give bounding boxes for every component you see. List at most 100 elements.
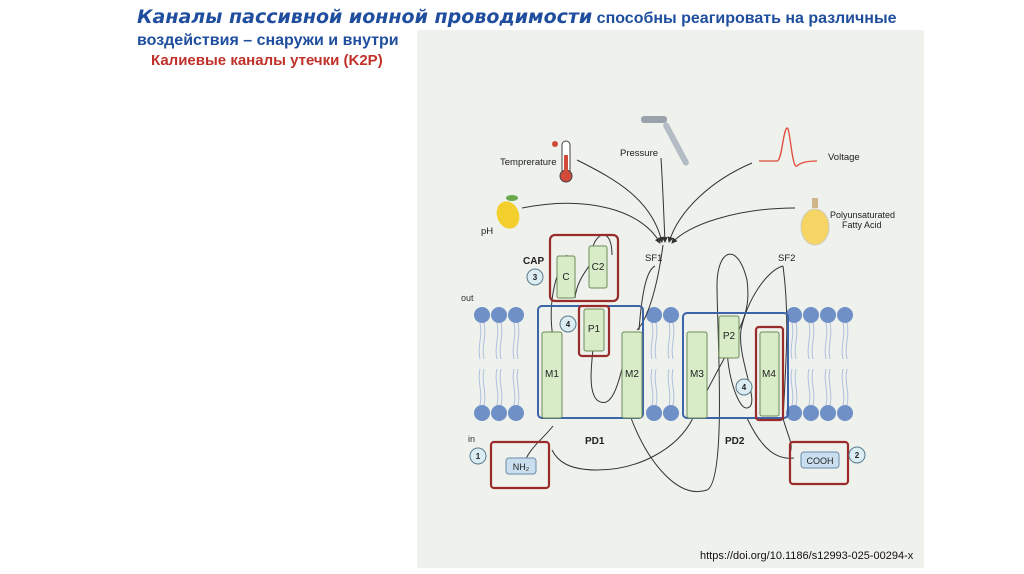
stimulus-ph: pH <box>481 226 493 237</box>
arrow-pufa <box>671 207 796 244</box>
lipid-head <box>646 405 662 421</box>
lipid-tail <box>654 322 658 360</box>
lipid-head <box>646 307 662 323</box>
stimulus-pufa-line2: Fatty Acid <box>842 220 882 230</box>
arrow-ph <box>521 202 661 244</box>
lipid-tail <box>807 368 811 406</box>
segment-nh2: NH₂ <box>505 457 537 475</box>
k2p-channel-figure: Temprerature Pressure Voltage pH Polyuns… <box>417 30 924 568</box>
segment-m4-label: M4 <box>762 369 776 380</box>
badge-4-right: 4 <box>735 378 753 396</box>
svg-text:4: 4 <box>742 383 747 392</box>
lipid-tail <box>495 368 499 406</box>
thermometer-icon <box>552 140 573 183</box>
lipid-head <box>491 405 507 421</box>
lipid-tail <box>478 368 482 406</box>
pd2-box <box>682 312 789 419</box>
lipid-tail <box>845 322 849 360</box>
badge-3: 3 <box>526 268 544 286</box>
segment-c: C <box>556 255 576 299</box>
cap-domain-box <box>548 233 620 303</box>
lipid-head <box>508 405 524 421</box>
lipid-tail <box>841 322 845 360</box>
lipid-tail <box>667 368 671 406</box>
lipid-tail <box>499 322 503 360</box>
lipid-tail <box>654 368 658 406</box>
pressure-gauge-icon <box>641 116 689 166</box>
segment-c2: C2 <box>588 245 608 289</box>
svg-text:3: 3 <box>533 273 538 282</box>
segment-m3-label: M3 <box>690 369 704 380</box>
lipid-tail <box>845 368 849 406</box>
badge-2: 2 <box>848 446 866 464</box>
lipid-head <box>786 405 802 421</box>
label-in: in <box>468 434 475 444</box>
lipid-tail <box>650 368 654 406</box>
label-sf1: SF1 <box>645 253 662 264</box>
k2p-diagram: Temprerature Pressure Voltage pH Polyuns… <box>461 116 895 492</box>
stimulus-pressure: Pressure <box>620 148 658 159</box>
stimulus-voltage: Voltage <box>828 152 860 163</box>
arrow-temperature <box>576 159 664 243</box>
slide-title: Каналы пассивной ионной проводимости спо… <box>137 6 957 52</box>
svg-text:2: 2 <box>855 451 860 460</box>
segment-c-label: C <box>562 272 569 283</box>
lipid-tail <box>811 368 815 406</box>
lipid-tail <box>828 368 832 406</box>
lipid-tail <box>790 322 794 360</box>
arrow-pressure <box>660 157 668 243</box>
lipid-tail <box>667 322 671 360</box>
lipid-head <box>786 307 802 323</box>
protein-chain <box>523 234 795 492</box>
lipid-head <box>474 307 490 323</box>
lipid-head <box>474 405 490 421</box>
slide-title-rest: способны реагировать на различные воздей… <box>137 10 897 49</box>
lipid-tail <box>650 322 654 360</box>
c-terminus-box <box>788 440 850 486</box>
segment-m1: M1 <box>541 331 563 419</box>
lipid-tail <box>495 322 499 360</box>
doi-citation: https://doi.org/10.1186/s12993-025-00294… <box>700 550 914 562</box>
segment-nh2-label: NH₂ <box>513 462 530 472</box>
m4-highlight-box <box>754 325 785 422</box>
label-pd2: PD2 <box>725 436 745 447</box>
lipid-tail <box>482 368 486 406</box>
lipid-tail <box>790 368 794 406</box>
lipid-tail <box>512 368 516 406</box>
stimulus-pufa-line1: Polyunsaturated <box>830 210 895 220</box>
label-out: out <box>461 293 474 303</box>
lipid-head <box>820 405 836 421</box>
segment-p1: P1 <box>583 308 605 352</box>
oil-bottle-icon <box>800 198 830 246</box>
lipid-head <box>663 307 679 323</box>
segment-cooh-label: COOH <box>807 456 834 466</box>
voltage-spike-icon <box>759 127 818 167</box>
lipid-tail <box>499 368 503 406</box>
p1-highlight-box <box>577 304 611 358</box>
lipid-tail <box>824 322 828 360</box>
stimulus-arrows <box>521 157 796 244</box>
slide-title-bold: Каналы пассивной ионной проводимости <box>137 6 593 28</box>
segment-m1-label: M1 <box>545 369 559 380</box>
lipid-tail <box>512 322 516 360</box>
segment-c2-label: C2 <box>592 262 605 273</box>
lipid-tail <box>828 322 832 360</box>
segment-cooh: COOH <box>800 451 840 469</box>
lipid-tail <box>516 322 520 360</box>
lipid-tail <box>671 322 675 360</box>
segment-p2-label: P2 <box>723 331 736 342</box>
segment-m3: M3 <box>686 331 708 419</box>
lipid-tail <box>841 368 845 406</box>
stimulus-temperature: Temprerature <box>500 157 557 168</box>
lipid-head <box>837 307 853 323</box>
badge-1: 1 <box>469 447 487 465</box>
lipid-tail <box>482 322 486 360</box>
lipid-tail <box>811 322 815 360</box>
lipid-tail <box>794 322 798 360</box>
lipid-head <box>663 405 679 421</box>
segment-m2-label: M2 <box>625 369 639 380</box>
arrow-voltage <box>667 162 753 243</box>
n-terminus-box <box>489 440 551 490</box>
lipid-tail <box>516 368 520 406</box>
membrane-lipids <box>474 307 853 421</box>
